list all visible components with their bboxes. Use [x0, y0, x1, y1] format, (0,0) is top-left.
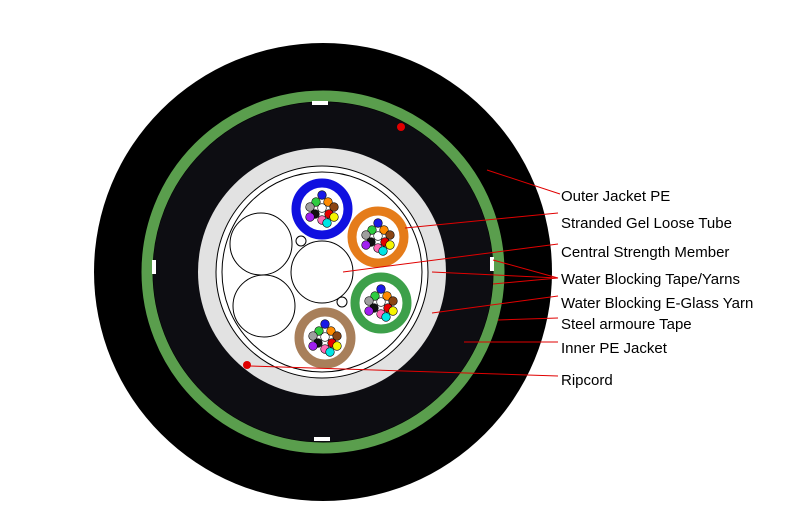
optical-fibre	[326, 326, 336, 336]
optical-fibre	[361, 240, 371, 250]
leader-line-steel-tape	[497, 317, 559, 321]
water-blocking-yarn	[295, 235, 307, 247]
optical-fibre	[308, 341, 318, 351]
optical-fibre	[388, 306, 398, 316]
armour-marker-left	[152, 260, 156, 274]
central-strength-member	[290, 240, 354, 304]
optical-fibre	[376, 284, 386, 294]
optical-fibre	[361, 230, 371, 240]
armour-marker-bottom	[314, 437, 330, 441]
optical-fibre	[378, 246, 388, 256]
optical-fibre	[325, 347, 335, 357]
optical-fibre	[364, 296, 374, 306]
label-central-strength-member: Central Strength Member	[561, 244, 729, 261]
optical-fibre	[370, 291, 380, 301]
steel-armour-tape	[141, 90, 505, 454]
filler-rod-top	[229, 212, 293, 276]
optical-fibre	[381, 312, 391, 322]
leader-line-tape-1	[492, 259, 559, 279]
optical-fibre	[320, 319, 330, 329]
optical-fibre	[364, 306, 374, 316]
optical-fibre	[305, 212, 315, 222]
optical-fibre	[376, 297, 386, 307]
optical-fibre	[373, 231, 383, 241]
label-water-blocking-eglass-yarn: Water Blocking E-Glass Yarn	[561, 295, 753, 312]
armour-marker-top	[312, 101, 328, 105]
core-binder-inner	[221, 171, 423, 373]
optical-fibre	[385, 240, 395, 250]
label-steel-armour-tape: Steel armoure Tape	[561, 316, 692, 333]
label-outer-jacket-pe: Outer Jacket PE	[561, 188, 670, 205]
optical-fibre	[329, 212, 339, 222]
leader-line-loose-tube	[404, 212, 559, 229]
optical-fibre	[332, 331, 342, 341]
optical-fibre	[332, 341, 342, 351]
optical-fibre	[379, 225, 389, 235]
leader-line-outer-jacket	[486, 169, 561, 195]
loose-tubes	[291, 178, 412, 369]
label-stranded-gel-loose-tube: Stranded Gel Loose Tube	[561, 215, 732, 232]
optical-fibre	[388, 296, 398, 306]
ripcord-marker	[243, 361, 251, 369]
optical-fibre	[317, 203, 327, 213]
optical-fibre	[373, 218, 383, 228]
optical-fibre	[305, 202, 315, 212]
label-water-blocking-tape-yarns: Water Blocking Tape/Yarns	[561, 271, 740, 288]
label-ripcord: Ripcord	[561, 372, 613, 389]
optical-fibre	[320, 332, 330, 342]
optical-fibre	[308, 331, 318, 341]
leader-line-central-member	[342, 243, 559, 273]
optical-fibre	[314, 326, 324, 336]
optical-fibre	[329, 202, 339, 212]
armour-marker-right	[490, 257, 494, 271]
optical-fibre	[382, 291, 392, 301]
optical-fibre	[322, 218, 332, 228]
leader-line-ripcord	[249, 365, 559, 377]
optical-fibre	[323, 197, 333, 207]
optical-fibre	[317, 190, 327, 200]
label-inner-pe-jacket: Inner PE Jacket	[561, 340, 668, 357]
leader-lines	[249, 169, 561, 377]
optical-fibre	[311, 197, 321, 207]
leader-line-tape-2	[431, 271, 559, 279]
ripcord-marker	[397, 123, 405, 131]
optical-fibre	[385, 230, 395, 240]
leader-line-eglass	[431, 295, 559, 314]
filler-rod-bottom	[232, 274, 296, 338]
water-blocking-yarn	[336, 296, 348, 308]
optical-fibre	[367, 225, 377, 235]
leader-line-tape-3	[492, 277, 559, 285]
